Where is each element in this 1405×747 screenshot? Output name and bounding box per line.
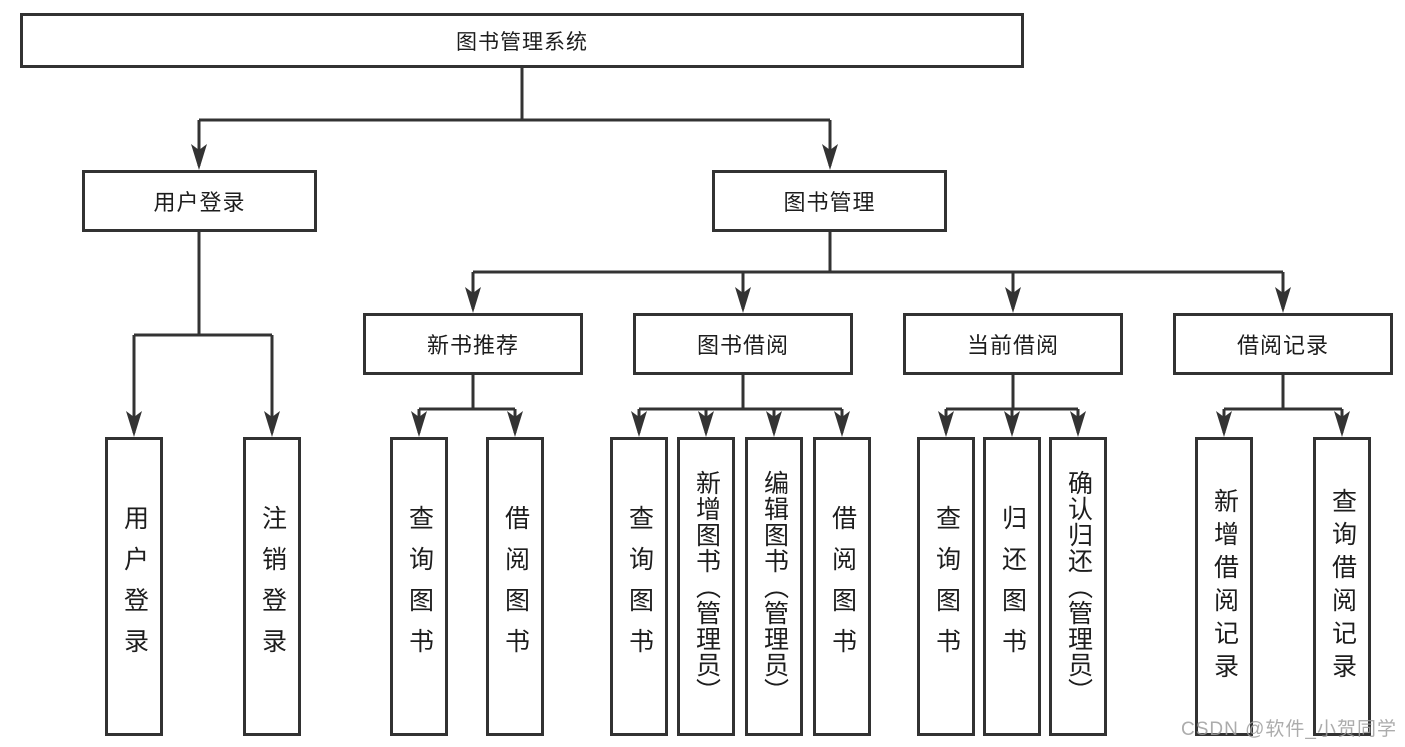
leaf-edit-book-admin-label: 编辑图书（管理员） (760, 469, 789, 704)
leaf-query-borrow-record: 查询借阅记录 (1313, 437, 1371, 736)
leaf-borrow-books-borrowing: 借阅图书 (813, 437, 871, 736)
node-book-management: 图书管理 (712, 170, 947, 232)
node-book-borrowing: 图书借阅 (633, 313, 853, 375)
node-borrowing-records: 借阅记录 (1173, 313, 1393, 375)
arrowhead-down-icon (1004, 411, 1020, 437)
leaf-query-books-borrowing-label: 查询图书 (625, 504, 654, 669)
leaf-add-borrow-record-label: 新增借阅记录 (1210, 487, 1239, 686)
leaf-query-books-current-label: 查询图书 (932, 504, 961, 669)
arrowhead-down-icon (1070, 411, 1086, 437)
node-current-borrowing: 当前借阅 (903, 313, 1123, 375)
leaf-user-login: 用户登录 (105, 437, 163, 736)
leaf-add-borrow-record: 新增借阅记录 (1195, 437, 1253, 736)
arrowhead-down-icon (766, 411, 782, 437)
leaf-borrow-books-borrowing-label: 借阅图书 (828, 504, 857, 669)
leaf-borrow-books-recommend: 借阅图书 (486, 437, 544, 736)
leaf-query-borrow-record-label: 查询借阅记录 (1328, 487, 1357, 686)
node-library-system-label: 图书管理系统 (456, 30, 588, 54)
node-new-book-recommendation-label: 新书推荐 (426, 333, 519, 358)
arrowhead-down-icon (411, 411, 427, 437)
arrowhead-down-icon (1275, 287, 1291, 313)
leaf-query-books-borrowing: 查询图书 (610, 437, 668, 736)
leaf-add-book-admin: 新增图书（管理员） (677, 437, 735, 736)
arrowhead-down-icon (465, 287, 481, 313)
arrowhead-down-icon (1334, 411, 1350, 437)
node-book-management-label: 图书管理 (783, 190, 876, 215)
arrowhead-down-icon (834, 411, 850, 437)
leaf-borrow-books-recommend-label: 借阅图书 (501, 504, 530, 669)
arrowhead-down-icon (938, 411, 954, 437)
node-borrowing-records-label: 借阅记录 (1236, 333, 1329, 358)
arrowhead-down-icon (822, 144, 838, 170)
leaf-logout-label: 注销登录 (258, 504, 287, 669)
leaf-return-books-label: 归还图书 (998, 504, 1027, 669)
leaf-confirm-return-admin-label: 确认归还（管理员） (1064, 469, 1093, 704)
arrowhead-down-icon (126, 411, 142, 437)
leaf-logout: 注销登录 (243, 437, 301, 736)
node-user-login: 用户登录 (82, 170, 317, 232)
arrowhead-down-icon (191, 144, 207, 170)
arrowhead-down-icon (631, 411, 647, 437)
arrowhead-down-icon (1216, 411, 1232, 437)
leaf-add-book-admin-label: 新增图书（管理员） (692, 469, 721, 704)
leaf-edit-book-admin: 编辑图书（管理员） (745, 437, 803, 736)
leaf-user-login-label: 用户登录 (120, 504, 149, 669)
arrowhead-down-icon (698, 411, 714, 437)
leaf-confirm-return-admin: 确认归还（管理员） (1049, 437, 1107, 736)
leaf-query-books-current: 查询图书 (917, 437, 975, 736)
leaf-query-books-recommend: 查询图书 (390, 437, 448, 736)
arrowhead-down-icon (1005, 287, 1021, 313)
node-new-book-recommendation: 新书推荐 (363, 313, 583, 375)
leaf-return-books: 归还图书 (983, 437, 1041, 736)
arrowhead-down-icon (507, 411, 523, 437)
watermark-text: CSDN @软件_小贺同学 (1181, 719, 1397, 740)
node-book-borrowing-label: 图书借阅 (696, 333, 789, 358)
leaf-query-books-recommend-label: 查询图书 (405, 504, 434, 669)
arrowhead-down-icon (264, 411, 280, 437)
arrowhead-down-icon (735, 287, 751, 313)
node-current-borrowing-label: 当前借阅 (966, 333, 1059, 358)
node-user-login-label: 用户登录 (153, 190, 246, 215)
node-library-system: 图书管理系统 (20, 13, 1024, 68)
